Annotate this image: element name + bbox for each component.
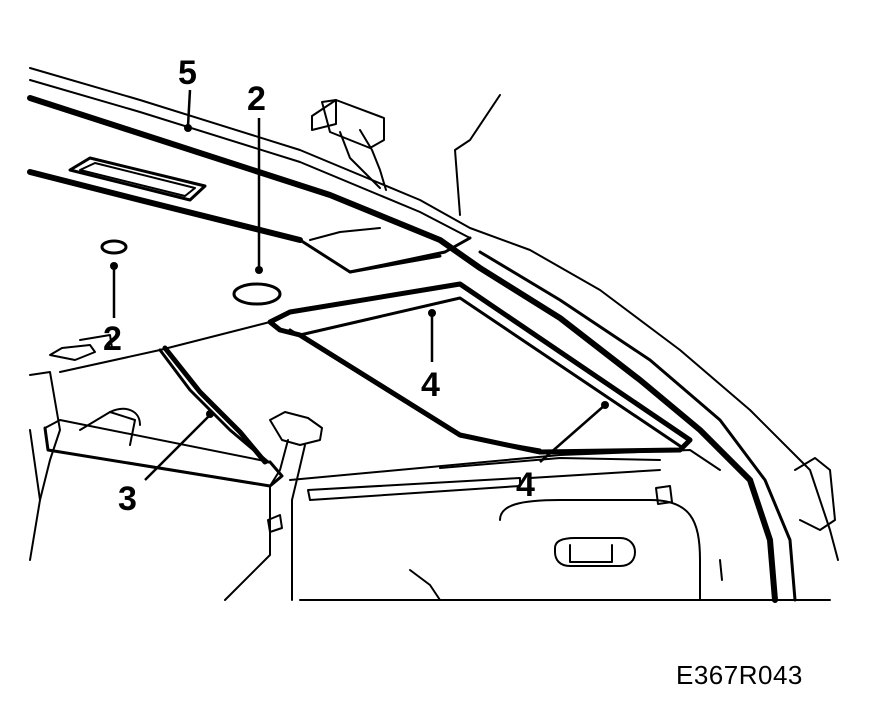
seatbelt-anchor — [267, 411, 323, 533]
leaders — [110, 89, 609, 481]
grommet-large — [232, 282, 282, 306]
roof-rail — [27, 67, 839, 603]
callout-3: 3 — [118, 480, 137, 518]
callout-4-lower: 4 — [516, 466, 535, 504]
cargo-side-trim — [289, 449, 831, 601]
callout-labels: 5 2 2 4 4 3 — [103, 54, 535, 518]
hinge-bracket — [311, 94, 501, 216]
grommets — [100, 239, 282, 306]
figure-reference-code: E367R043 — [676, 660, 803, 690]
rear-side-window — [267, 236, 693, 455]
callout-5: 5 — [178, 54, 197, 92]
callout-4-upper: 4 — [421, 366, 440, 404]
callout-2-left: 2 — [103, 320, 122, 358]
headliner — [27, 156, 442, 274]
grommet-small — [100, 239, 128, 255]
callout-2-top: 2 — [247, 80, 266, 118]
